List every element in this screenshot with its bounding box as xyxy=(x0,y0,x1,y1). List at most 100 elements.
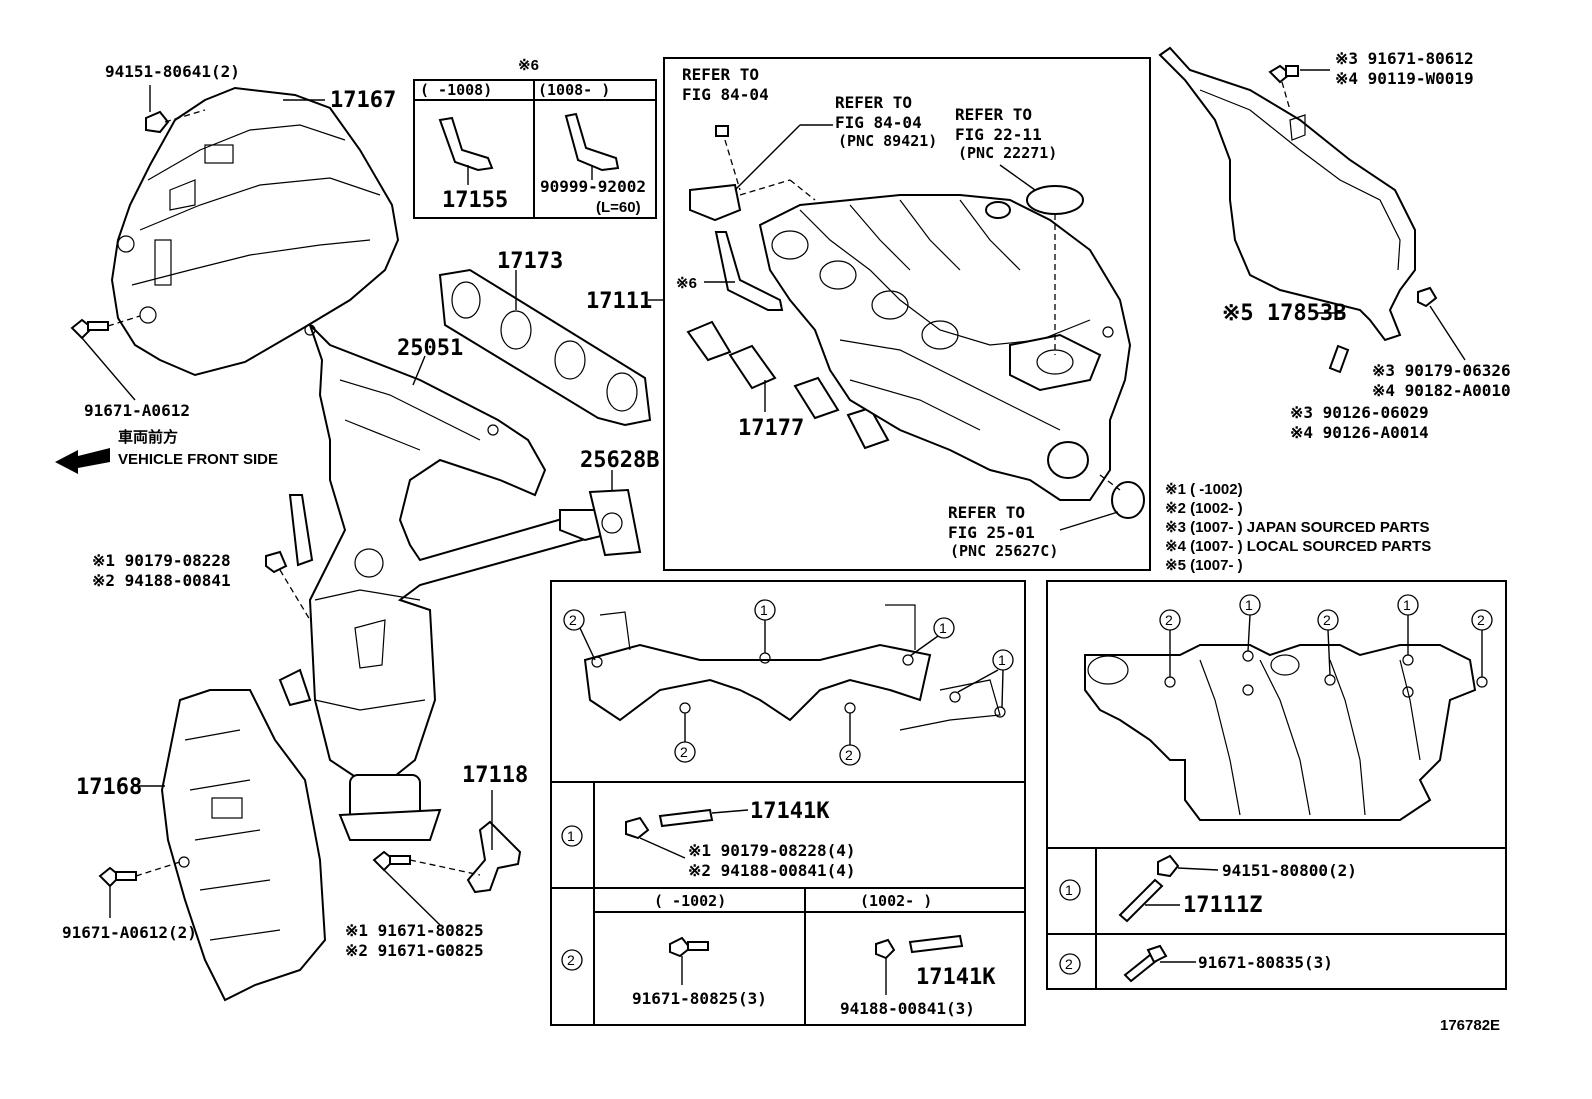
bolt-91671-80612 xyxy=(1268,64,1330,111)
label-90999-92002: 90999-92002 xyxy=(540,177,646,196)
row-marker-1b xyxy=(1059,879,1081,901)
bracket-17853b xyxy=(1158,46,1416,342)
ref1-line1: REFER TO xyxy=(682,65,759,84)
heat-insulator-lower xyxy=(160,689,327,1002)
label-91671-a0612-2: 91671-A0612(2) xyxy=(62,923,197,942)
note6-top: ※6 xyxy=(518,57,539,74)
legend-4: ※4 (1007- ) LOCAL SOURCED PARTS xyxy=(1165,538,1431,555)
ref2-line2: FIG 84-04 xyxy=(835,113,922,132)
label-s3-91671: ※3 91671-80612 xyxy=(1335,49,1474,68)
label-17111z: 17111Z xyxy=(1183,893,1262,918)
legend-5: ※5 (1007- ) xyxy=(1165,557,1243,574)
bolt-91671-a0612 xyxy=(70,315,141,401)
label-91671-80825-3: 91671-80825(3) xyxy=(632,989,767,1008)
legend-1: ※1 ( -1002) xyxy=(1165,481,1243,498)
label-17111: 17111 xyxy=(586,289,652,314)
svg-text:1: 1 xyxy=(1245,597,1253,613)
svg-text:1: 1 xyxy=(998,652,1006,668)
exhaust-manifold-25051 xyxy=(278,324,607,841)
hose-90999-92002 xyxy=(564,112,620,180)
intake-manifold-box xyxy=(663,57,1151,571)
ref4-line2: FIG 25-01 xyxy=(948,523,1035,542)
label-17155: 17155 xyxy=(442,188,508,213)
ref3-line2: FIG 22-11 xyxy=(955,125,1042,144)
label-t-s2-94188: ※2 94188-00841(4) xyxy=(688,861,856,880)
intake-manifold-17111 xyxy=(758,194,1132,501)
label-s1-91671-80825: ※1 91671-80825 xyxy=(345,921,484,940)
svg-text:1: 1 xyxy=(760,602,768,618)
ref3-line3: (PNC 22271) xyxy=(958,144,1057,162)
stud-17141k xyxy=(625,808,749,859)
callout-markers-intake: 2 1 2 1 2 xyxy=(1159,594,1493,677)
ref2-line1: REFER TO xyxy=(835,93,912,112)
stud-nut-17141k-2 xyxy=(875,934,964,995)
nut-94151-80641 xyxy=(145,109,206,134)
gasket-17173 xyxy=(438,268,652,427)
exhaust-bolt-table xyxy=(550,580,1026,1026)
label-s5-17853b: ※5 17853B xyxy=(1222,301,1346,326)
note6-hose: ※6 xyxy=(676,275,697,292)
svg-text:2: 2 xyxy=(569,612,577,628)
sensor-part xyxy=(689,124,833,222)
stud-90126 xyxy=(1328,344,1350,374)
ref2-line3: (PNC 89421) xyxy=(838,132,937,150)
ref4-line3: (PNC 25627C) xyxy=(950,542,1058,560)
label-t-s1-90179: ※1 90179-08228(4) xyxy=(688,841,856,860)
label-s3-90179: ※3 90179-06326 xyxy=(1372,361,1511,380)
callout-markers-exhaust: 2 1 1 1 2 2 xyxy=(563,599,1014,766)
vehicle-front-en: VEHICLE FRONT SIDE xyxy=(118,451,278,468)
row-marker-2 xyxy=(561,949,583,971)
illustration-number: 176782E xyxy=(1440,1017,1500,1034)
exhaust-manifold-topview xyxy=(583,604,1006,731)
label-s4-90126: ※4 90126-A0014 xyxy=(1290,423,1429,442)
label-s2-94188: ※2 94188-00841 xyxy=(92,571,231,590)
label-91671-80835-3: 91671-80835(3) xyxy=(1198,953,1333,972)
legend: ※1 ( -1002) ※2 (1002- ) ※3 (1007- ) JAPA… xyxy=(1165,481,1431,574)
legend-2: ※2 (1002- ) xyxy=(1165,500,1243,517)
bolt-91671-80835 xyxy=(1123,944,1196,983)
svg-text:1: 1 xyxy=(939,620,947,636)
svg-text:2: 2 xyxy=(1165,612,1173,628)
row-marker-2b xyxy=(1059,953,1081,975)
stay-17118 xyxy=(466,820,522,894)
heat-insulator-upper xyxy=(110,86,400,377)
intake-bolt-table xyxy=(1046,580,1507,990)
gasket-17177 xyxy=(686,320,890,450)
table-range-a: ( -1002) xyxy=(654,892,726,910)
o-ring-upper xyxy=(1026,185,1084,215)
nut-90179-06326 xyxy=(1417,286,1466,361)
svg-text:2: 2 xyxy=(1323,612,1331,628)
label-s2-91671-g0825: ※2 91671-G0825 xyxy=(345,941,484,960)
label-17177: 17177 xyxy=(738,416,804,441)
label-17168: 17168 xyxy=(76,775,142,800)
row-marker-2b-text: 2 xyxy=(1065,956,1073,972)
label-17167: 17167 xyxy=(330,88,396,113)
svg-text:1: 1 xyxy=(1403,597,1411,613)
label-s4-90119: ※4 90119-W0019 xyxy=(1335,69,1474,88)
nut-stud-94151-80800 xyxy=(1118,854,1219,923)
label-94151-80641: 94151-80641(2) xyxy=(105,62,240,81)
hose-note6 xyxy=(714,231,784,311)
label-91671-a0612: 91671-A0612 xyxy=(84,401,190,420)
row-marker-1 xyxy=(561,825,583,847)
legend-3: ※3 (1007- ) JAPAN SOURCED PARTS xyxy=(1165,519,1430,536)
svg-text:2: 2 xyxy=(680,744,688,760)
intake-manifold-sideview xyxy=(1084,644,1488,821)
front-arrow-icon xyxy=(55,448,110,474)
row-marker-2-text: 2 xyxy=(567,952,575,968)
label-len60: (L=60) xyxy=(596,199,641,216)
svg-text:2: 2 xyxy=(845,747,853,763)
bolt-91671-a0612-2 xyxy=(98,861,181,918)
gasket-25628b xyxy=(588,488,642,557)
table-range-b: (1002- ) xyxy=(860,892,932,910)
bolt-91671-80825-3 xyxy=(669,936,709,985)
label-17173: 17173 xyxy=(497,249,563,274)
label-s3-90126: ※3 90126-06029 xyxy=(1290,403,1429,422)
bolt-91671-80825 xyxy=(372,850,481,926)
hose-17155 xyxy=(438,116,494,185)
label-17118: 17118 xyxy=(462,763,528,788)
nut-90179-08228 xyxy=(265,550,311,621)
row-marker-1-text: 1 xyxy=(567,828,575,844)
